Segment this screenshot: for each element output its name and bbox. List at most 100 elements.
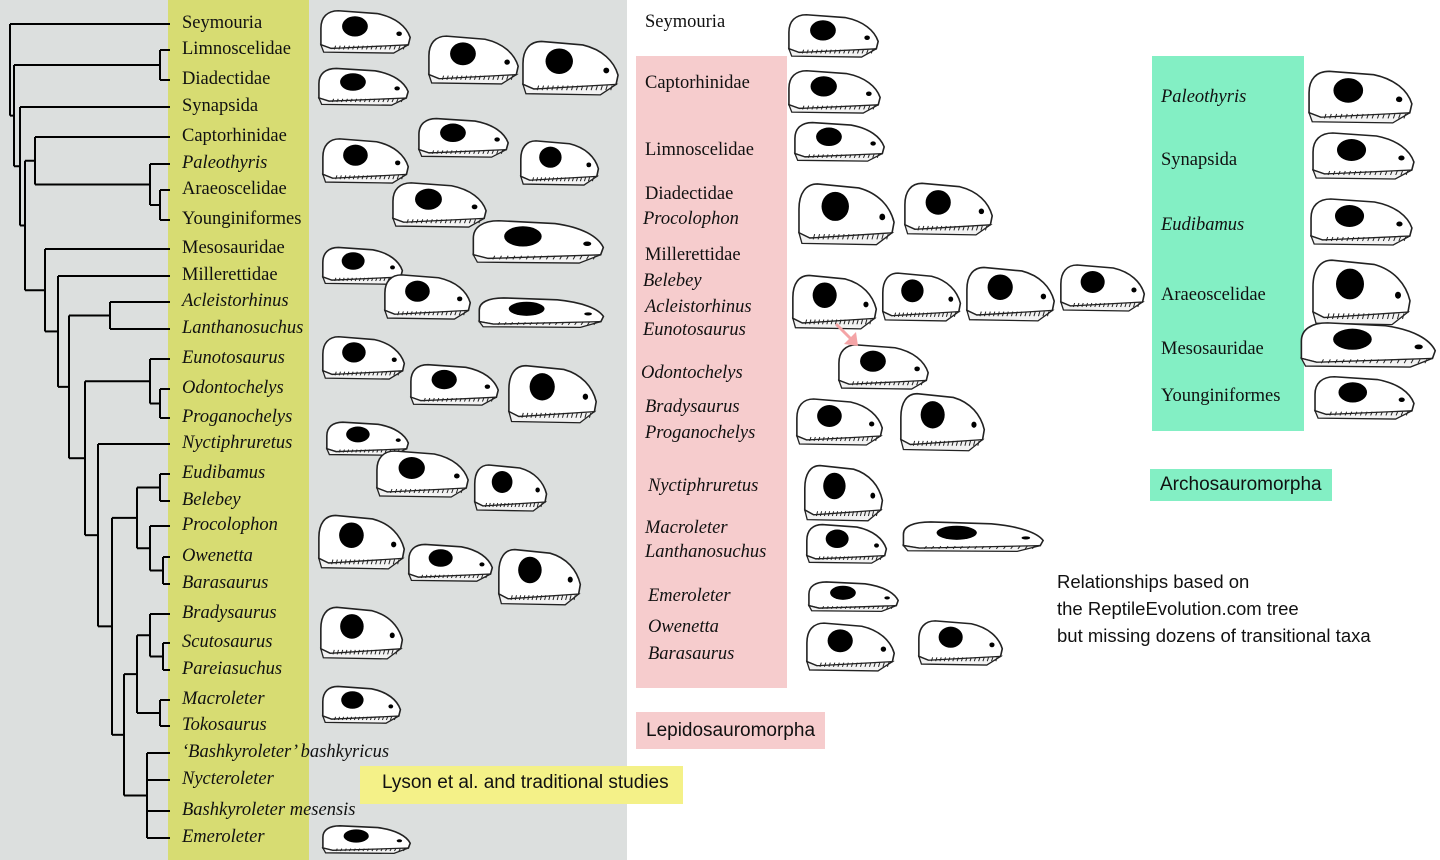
taxon-label: Nycteroleter (182, 769, 274, 789)
cladogram (9, 23, 170, 839)
skull-drawing (1301, 323, 1435, 367)
lepidosauromorph-label: Lanthanosuchus (645, 542, 767, 562)
taxon-label: Limnoscelidae (182, 39, 291, 59)
skull-drawing (839, 345, 928, 389)
skull-drawing (377, 451, 468, 497)
lepidosauromorph-label: Diadectidae (645, 184, 734, 204)
lepidosauromorph-label: Nyctiphruretus (648, 476, 759, 496)
archosauromorph-label: Mesosauridae (1161, 339, 1264, 359)
note-line: Relationships based on (1057, 571, 1250, 592)
lepidosauromorph-label: Barasaurus (648, 644, 735, 664)
lepidosauromorpha-caption: Lepidosauromorpha (636, 712, 826, 749)
note-line: the ReptileEvolution.com tree (1057, 598, 1299, 619)
taxon-label: Tokosaurus (182, 715, 267, 735)
taxon-label: Barasaurus (182, 573, 269, 593)
seymouria-label: Seymouria (645, 12, 726, 32)
skull-drawing (883, 273, 961, 321)
lepidosauromorph-label: Bradysaurus (645, 397, 740, 417)
lepidosauromorph-label: Captorhinidae (645, 73, 750, 93)
skull-drawing (419, 119, 508, 158)
archosauromorph-label: Eudibamus (1161, 215, 1245, 235)
lepidosauromorph-label: Proganochelys (645, 423, 756, 443)
lepidosauromorph-label: Macroleter (645, 518, 728, 538)
lepidosauromorph-label: Limnoscelidae (645, 140, 754, 160)
taxon-label: Belebey (182, 490, 241, 510)
taxon-label: Acleistorhinus (182, 291, 289, 311)
lepidosauromorph-label: Procolophon (643, 209, 739, 229)
skull-drawing (321, 607, 402, 659)
skull-drawing (795, 123, 884, 162)
skull-drawing (509, 366, 596, 423)
lepidosauromorph-label: Emeroleter (648, 586, 731, 606)
taxon-label: Owenetta (182, 546, 253, 566)
taxon-label: Younginiformes (182, 209, 302, 229)
taxon-label: Macroleter (182, 689, 265, 709)
skull-drawing (797, 399, 882, 445)
skull-drawing (805, 466, 883, 521)
archosauromorpha-column (1152, 56, 1304, 431)
taxon-label: Emeroleter (182, 827, 265, 847)
taxon-label: Bashkyroleter mesensis (182, 800, 356, 820)
skull-drawing (473, 221, 603, 263)
skull-drawing (323, 337, 404, 379)
taxon-label: Paleothyris (182, 153, 268, 173)
skull-drawing (475, 465, 547, 511)
taxon-label: Bradysaurus (182, 603, 277, 623)
taxon-label: Synapsida (182, 96, 259, 116)
skull-drawing (323, 826, 410, 854)
taxon-label: Scutosaurus (182, 632, 273, 652)
archosauromorph-label: Araeoscelidae (1161, 285, 1266, 305)
skull-drawing (393, 183, 486, 227)
taxon-label: Captorhinidae (182, 126, 287, 146)
pink-arrow-icon (834, 322, 858, 346)
skull-drawing (901, 394, 984, 451)
skull-drawing (809, 582, 898, 611)
taxon-label: ‘Bashkyroleter’ bashkyricus (182, 742, 390, 762)
relationship-note: Relationships based on the ReptileEvolut… (1057, 568, 1371, 649)
skull-drawing (385, 275, 470, 319)
skull-drawing (807, 623, 894, 671)
skull-drawing (429, 36, 518, 84)
skull-drawing (409, 544, 492, 581)
note-line: but missing dozens of transitional taxa (1057, 625, 1371, 646)
skull-drawing (1311, 199, 1412, 245)
taxon-label: Nyctiphruretus (182, 433, 293, 453)
taxon-label: Eunotosaurus (182, 348, 285, 368)
skull-drawing (319, 515, 404, 568)
skull-drawing (789, 71, 880, 113)
taxon-label: Seymouria (182, 13, 263, 33)
taxon-label: Proganochelys (182, 407, 293, 427)
taxon-label: Mesosauridae (182, 238, 285, 258)
lepidosauromorph-label: Belebey (643, 271, 702, 291)
skull-drawing (323, 139, 408, 183)
lepidosauromorph-label: Eunotosaurus (643, 320, 746, 340)
taxon-label: Eudibamus (182, 463, 266, 483)
skull-drawing (793, 275, 876, 328)
skull-drawing (789, 15, 878, 57)
lepidosauromorph-label: Acleistorhinus (645, 297, 752, 317)
skull-drawing (319, 68, 408, 105)
lepidosauromorpha-column (636, 56, 787, 688)
skull-drawing (479, 298, 603, 327)
skull-drawing (1313, 260, 1410, 324)
skull-drawing (799, 184, 894, 245)
archosauromorph-label: Younginiformes (1161, 386, 1281, 406)
taxon-label: Lanthanosuchus (182, 318, 304, 338)
skull-drawing (1315, 377, 1414, 419)
skull-drawing (1313, 133, 1414, 179)
taxon-label: Diadectidae (182, 69, 271, 89)
taxa-highlight-band (168, 0, 309, 860)
left-panel (0, 0, 627, 860)
skull-drawing (807, 525, 887, 564)
taxon-label: Odontochelys (182, 378, 284, 398)
skull-drawing (967, 267, 1054, 320)
taxon-label: Araeoscelidae (182, 179, 287, 199)
lepidosauromorph-label: Millerettidae (645, 245, 741, 265)
taxon-label: Millerettidae (182, 265, 278, 285)
skull-drawing (521, 141, 599, 185)
skull-drawing (499, 550, 580, 605)
lepidosauromorph-label: Odontochelys (641, 363, 743, 383)
skull-drawing (903, 522, 1043, 551)
archosauromorpha-caption: Archosauromorpha (1150, 469, 1332, 501)
